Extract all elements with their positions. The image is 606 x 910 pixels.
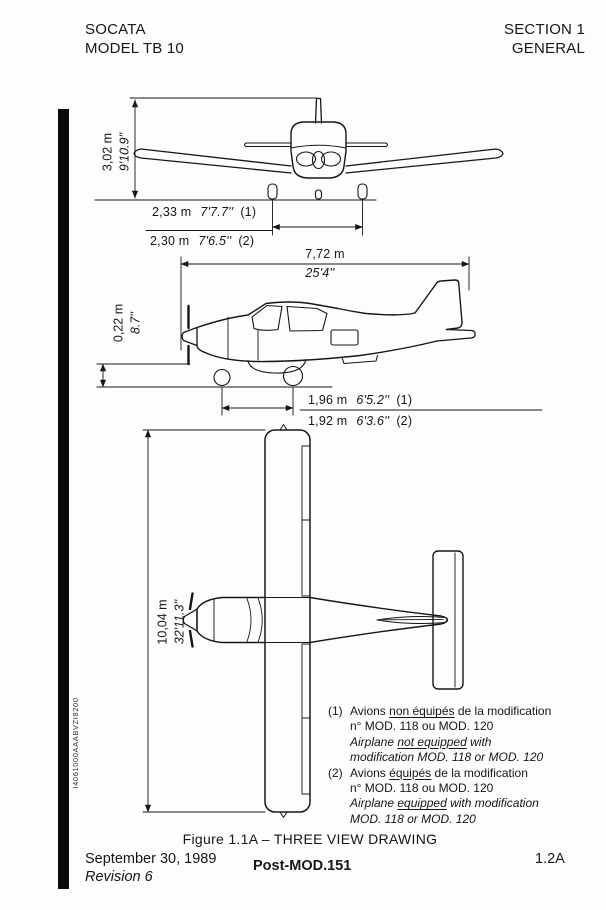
notes-list: (1) Avions non équipés de la modification… xyxy=(328,704,594,827)
note-marker: (1) xyxy=(328,704,343,718)
clearance-metric: 0,22 m xyxy=(111,303,126,343)
header-right: SECTION 1 GENERAL xyxy=(504,21,585,58)
front-view-drawing xyxy=(94,97,504,236)
note-line: n° MOD. 118 ou MOD. 120 xyxy=(350,719,494,734)
note-line: n° MOD. 118 ou MOD. 120 xyxy=(350,781,494,796)
section-label: SECTION 1 xyxy=(504,21,585,38)
height-imperial: 9'10.9'' xyxy=(117,132,131,172)
note-line: Avions non équipés de la modification xyxy=(350,704,552,718)
clearance-imperial: 8.7'' xyxy=(128,311,142,335)
height-dimension: 3,02 m 9'10.9'' xyxy=(98,112,134,192)
manufacturer-name: SOCATA xyxy=(85,21,146,38)
model-name: MODEL TB 10 xyxy=(85,39,184,57)
wingspan-metric: 10,04 m xyxy=(155,599,170,645)
footer-date: September 30, 1989 xyxy=(85,851,217,867)
note-item: (1) Avions non équipés de la modification… xyxy=(328,704,594,766)
footer-mod-status: Post-MOD.151 xyxy=(253,858,352,874)
height-metric: 3,02 m xyxy=(100,132,115,172)
note-line: Airplane equipped with modification xyxy=(350,796,539,811)
top-view-drawing xyxy=(142,424,464,818)
note-marker: (2) xyxy=(328,765,343,780)
figure-caption: Figure 1.1A – THREE VIEW DRAWING xyxy=(182,831,438,847)
note-line: Avions équipés de la modification xyxy=(350,765,528,780)
header-left: SOCATA MODEL TB 10 xyxy=(85,21,184,58)
wingspan-imperial: 32'11.3'' xyxy=(172,599,186,645)
prop-clearance-dimension: 0,22 m 8.7'' xyxy=(106,288,148,358)
note-line: MOD. 118 or MOD. 120 xyxy=(350,811,476,826)
length-dimension-metric: 7,72 m xyxy=(305,247,345,261)
side-view-drawing xyxy=(96,256,543,416)
footer-revision: Revision 6 xyxy=(85,869,153,885)
note-line: Airplane not equipped with xyxy=(350,734,492,749)
note-line: modification MOD. 118 or MOD. 120 xyxy=(350,750,544,765)
revision-bar xyxy=(58,109,69,889)
length-dimension-imperial: 25'4'' xyxy=(305,266,335,280)
wingspan-dimension: 10,04 m 32'11.3'' xyxy=(150,572,192,672)
section-title: GENERAL xyxy=(511,39,585,57)
footer-page-number: 1.2A xyxy=(535,851,565,867)
